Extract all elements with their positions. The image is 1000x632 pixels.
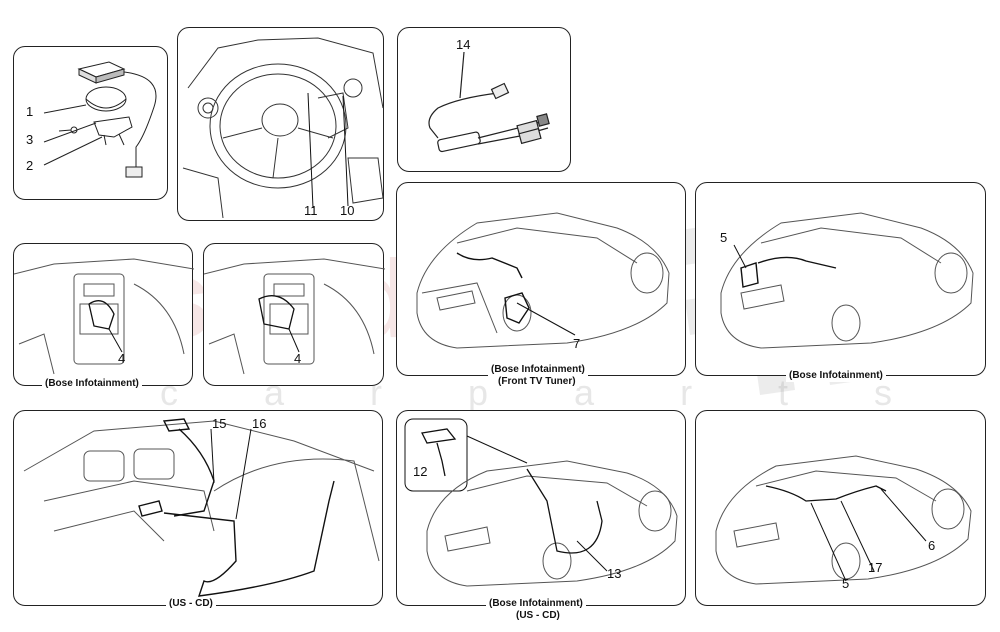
callout-6: 6: [928, 538, 936, 553]
callout-13: 13: [607, 566, 622, 581]
caption-bose-us-cd-line1: (Bose Infotainment): [486, 598, 586, 610]
car-bose-us-cd-drawing: [404, 418, 678, 587]
callout-12: 12: [413, 464, 428, 479]
panel-interior-us-cd: 15 16: [13, 410, 383, 606]
steering-wheel-drawing: [182, 37, 384, 219]
callout-5-rear: 5: [842, 576, 850, 591]
dash-bose-drawing: [14, 258, 194, 375]
panel-car-bose: 5: [695, 182, 986, 376]
callout-16: 16: [252, 416, 267, 431]
callout-11: 11: [304, 203, 318, 218]
callout-15: 15: [212, 416, 227, 431]
callout-14: 14: [456, 37, 471, 52]
panel-dash: 4: [203, 243, 385, 386]
panel-dash-bose: 4: [13, 243, 194, 386]
caption-dash-bose: (Bose Infotainment): [42, 378, 142, 390]
callout-2: 2: [26, 158, 34, 173]
callout-1: 1: [26, 104, 34, 119]
caption-car-bose: (Bose Infotainment): [786, 370, 886, 382]
callout-10: 10: [340, 203, 355, 218]
callout-4-bose: 4: [118, 351, 126, 366]
caption-front-tv-line1: (Bose Infotainment): [488, 364, 588, 376]
caption-bose-us-cd-line2: (US - CD): [513, 610, 563, 622]
cable-drawing: [428, 51, 550, 153]
gps-antenna-drawing: [43, 61, 157, 178]
callout-3: 3: [26, 132, 34, 147]
callout-17: 17: [868, 560, 883, 575]
caption-front-tv-line2: (Front TV Tuner): [495, 376, 579, 388]
panel-steering-wheel: 11 10: [177, 27, 384, 221]
car-rear-drawing: [715, 455, 972, 585]
callout-4: 4: [294, 351, 302, 366]
callout-7: 7: [573, 336, 581, 351]
dash-drawing: [204, 258, 385, 375]
panel-car-rear: 6 17 5: [695, 410, 986, 606]
panel-car-front-tv: 7: [396, 182, 686, 376]
caption-interior-us-cd: (US - CD): [166, 598, 216, 610]
car-front-tv-drawing: [416, 212, 670, 349]
callout-5: 5: [720, 230, 728, 245]
panel-car-bose-us-cd: 12 13: [396, 410, 686, 606]
panel-cable: 14: [397, 27, 571, 172]
car-bose-drawing: [720, 212, 974, 349]
interior-us-cd-drawing: [23, 418, 380, 597]
panel-gps-antenna: 1 3 2: [13, 46, 168, 200]
